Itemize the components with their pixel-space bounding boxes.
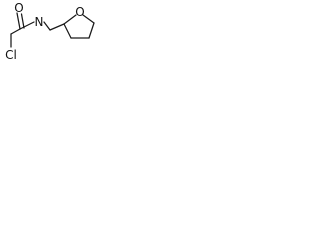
bond-ch2-to-ring	[49, 23, 65, 31]
amide-nitrogen-label: N	[35, 15, 44, 29]
carbonyl-double-bond-2	[20, 13, 25, 29]
bond-n-to-ch2	[43, 21, 51, 31]
bonds	[10, 12, 95, 48]
carbonyl-oxygen-label: O	[14, 1, 23, 15]
atom-labels: O Cl N O	[5, 1, 85, 62]
bond-carbonyl-to-ch2	[10, 28, 21, 35]
ring-bond-c3-c2	[63, 23, 72, 39]
carbonyl-double-bond-1	[16, 12, 21, 30]
chemical-structure-diagram: O Cl N O	[5, 1, 95, 62]
ring-bond-c5-c4	[88, 22, 95, 39]
chlorine-label: Cl	[5, 48, 17, 62]
ring-bond-o-c5	[82, 14, 95, 24]
ring-oxygen-label: O	[75, 5, 84, 19]
ring-bond-c2-o	[63, 14, 77, 25]
bond-carbonyl-to-n	[19, 21, 35, 30]
